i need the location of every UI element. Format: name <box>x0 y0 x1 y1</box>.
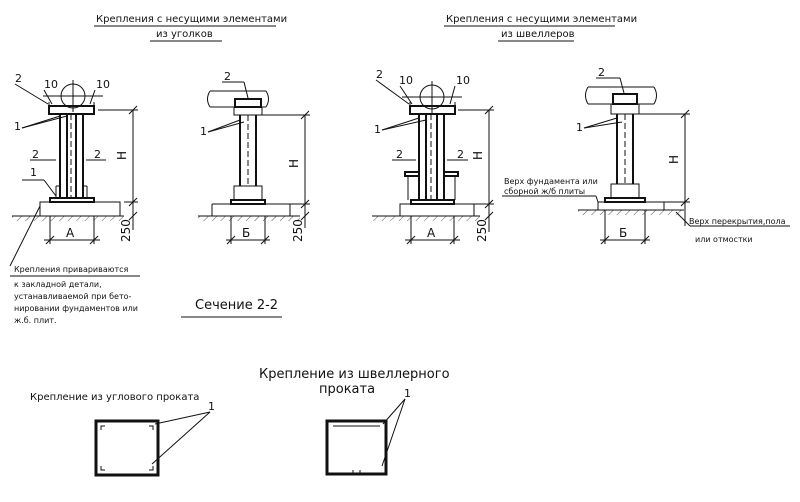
callout-2: 2 <box>32 148 39 161</box>
floor-note-line2: или отмостки <box>695 235 753 244</box>
section-title: Сечение 2-2 <box>195 298 278 313</box>
dim-250: 250 <box>475 219 489 242</box>
figure-angles-front: Н 250 А 2 10 10 1 2 2 1 <box>9 72 138 267</box>
weld-note: Крепления привариваются к закладной дета… <box>10 265 140 325</box>
heading-angles-line2: из уголков <box>156 29 213 40</box>
callout-2: 2 <box>598 66 605 79</box>
callout-10: 10 <box>96 78 110 91</box>
callout-1: 1 <box>576 121 583 134</box>
callout-1: 1 <box>14 120 21 133</box>
callout-1: 1 <box>200 125 207 138</box>
dim-A: А <box>427 226 436 240</box>
foundation-note-line2: сборной ж/б плиты <box>504 187 585 196</box>
dim-H: Н <box>667 155 681 164</box>
angle-section-title: Крепление из углового проката <box>30 392 199 403</box>
heading-channels-line1: Крепления с несущими элементами <box>446 14 637 25</box>
callout-2: 2 <box>94 148 101 161</box>
heading-angles-line1: Крепления с несущими элементами <box>96 14 287 25</box>
weld-note-line2: к закладной детали, <box>14 280 102 289</box>
dim-H: Н <box>115 151 129 160</box>
callout-2: 2 <box>457 148 464 161</box>
callout-1: 1 <box>374 123 381 136</box>
callout-2: 2 <box>224 70 231 83</box>
callout-2: 2 <box>15 72 22 85</box>
floor-note: Верх перекрытия,пола или отмостки <box>689 217 786 244</box>
callout-10: 10 <box>44 78 58 91</box>
callout-1: 1 <box>208 400 215 413</box>
figure-channels-front: Н 250 А 2 10 10 1 2 2 <box>372 68 494 245</box>
weld-note-line3: устанавливаемой при бето- <box>14 292 132 301</box>
floor-note-line1: Верх перекрытия,пола <box>689 217 786 226</box>
callout-10: 10 <box>399 74 413 87</box>
callout-2: 2 <box>396 148 403 161</box>
channel-section-title-line2: проката <box>319 382 375 397</box>
section-channel-profile: 1 <box>325 387 411 476</box>
figure-angles-side: Н 250 Б 2 1 <box>198 70 310 245</box>
dim-B: Б <box>242 226 250 240</box>
section-angle-profile: 1 <box>94 400 215 477</box>
callout-1: 1 <box>30 166 37 179</box>
dim-250: 250 <box>119 219 133 242</box>
channel-section-title-line1: Крепление из швеллерного <box>259 367 450 382</box>
callout-2: 2 <box>376 68 383 81</box>
callout-10: 10 <box>456 74 470 87</box>
dim-250: 250 <box>291 219 305 242</box>
dim-A: А <box>66 226 75 240</box>
figure-channels-side: Н Б 2 1 <box>502 66 790 245</box>
weld-note-line1: Крепления привариваются <box>14 265 129 274</box>
dim-H: Н <box>287 159 301 168</box>
foundation-note-line1: Верх фундамента или <box>504 177 598 186</box>
foundation-note: Верх фундамента или сборной ж/б плиты <box>504 177 598 196</box>
dim-H: Н <box>471 151 485 160</box>
callout-1: 1 <box>404 387 411 400</box>
heading-channels-line2: из швеллеров <box>501 29 575 40</box>
weld-note-line4: нировании фундаментов или <box>14 304 138 313</box>
weld-note-line5: ж.б. плит. <box>14 316 57 325</box>
dim-B: Б <box>619 226 627 240</box>
